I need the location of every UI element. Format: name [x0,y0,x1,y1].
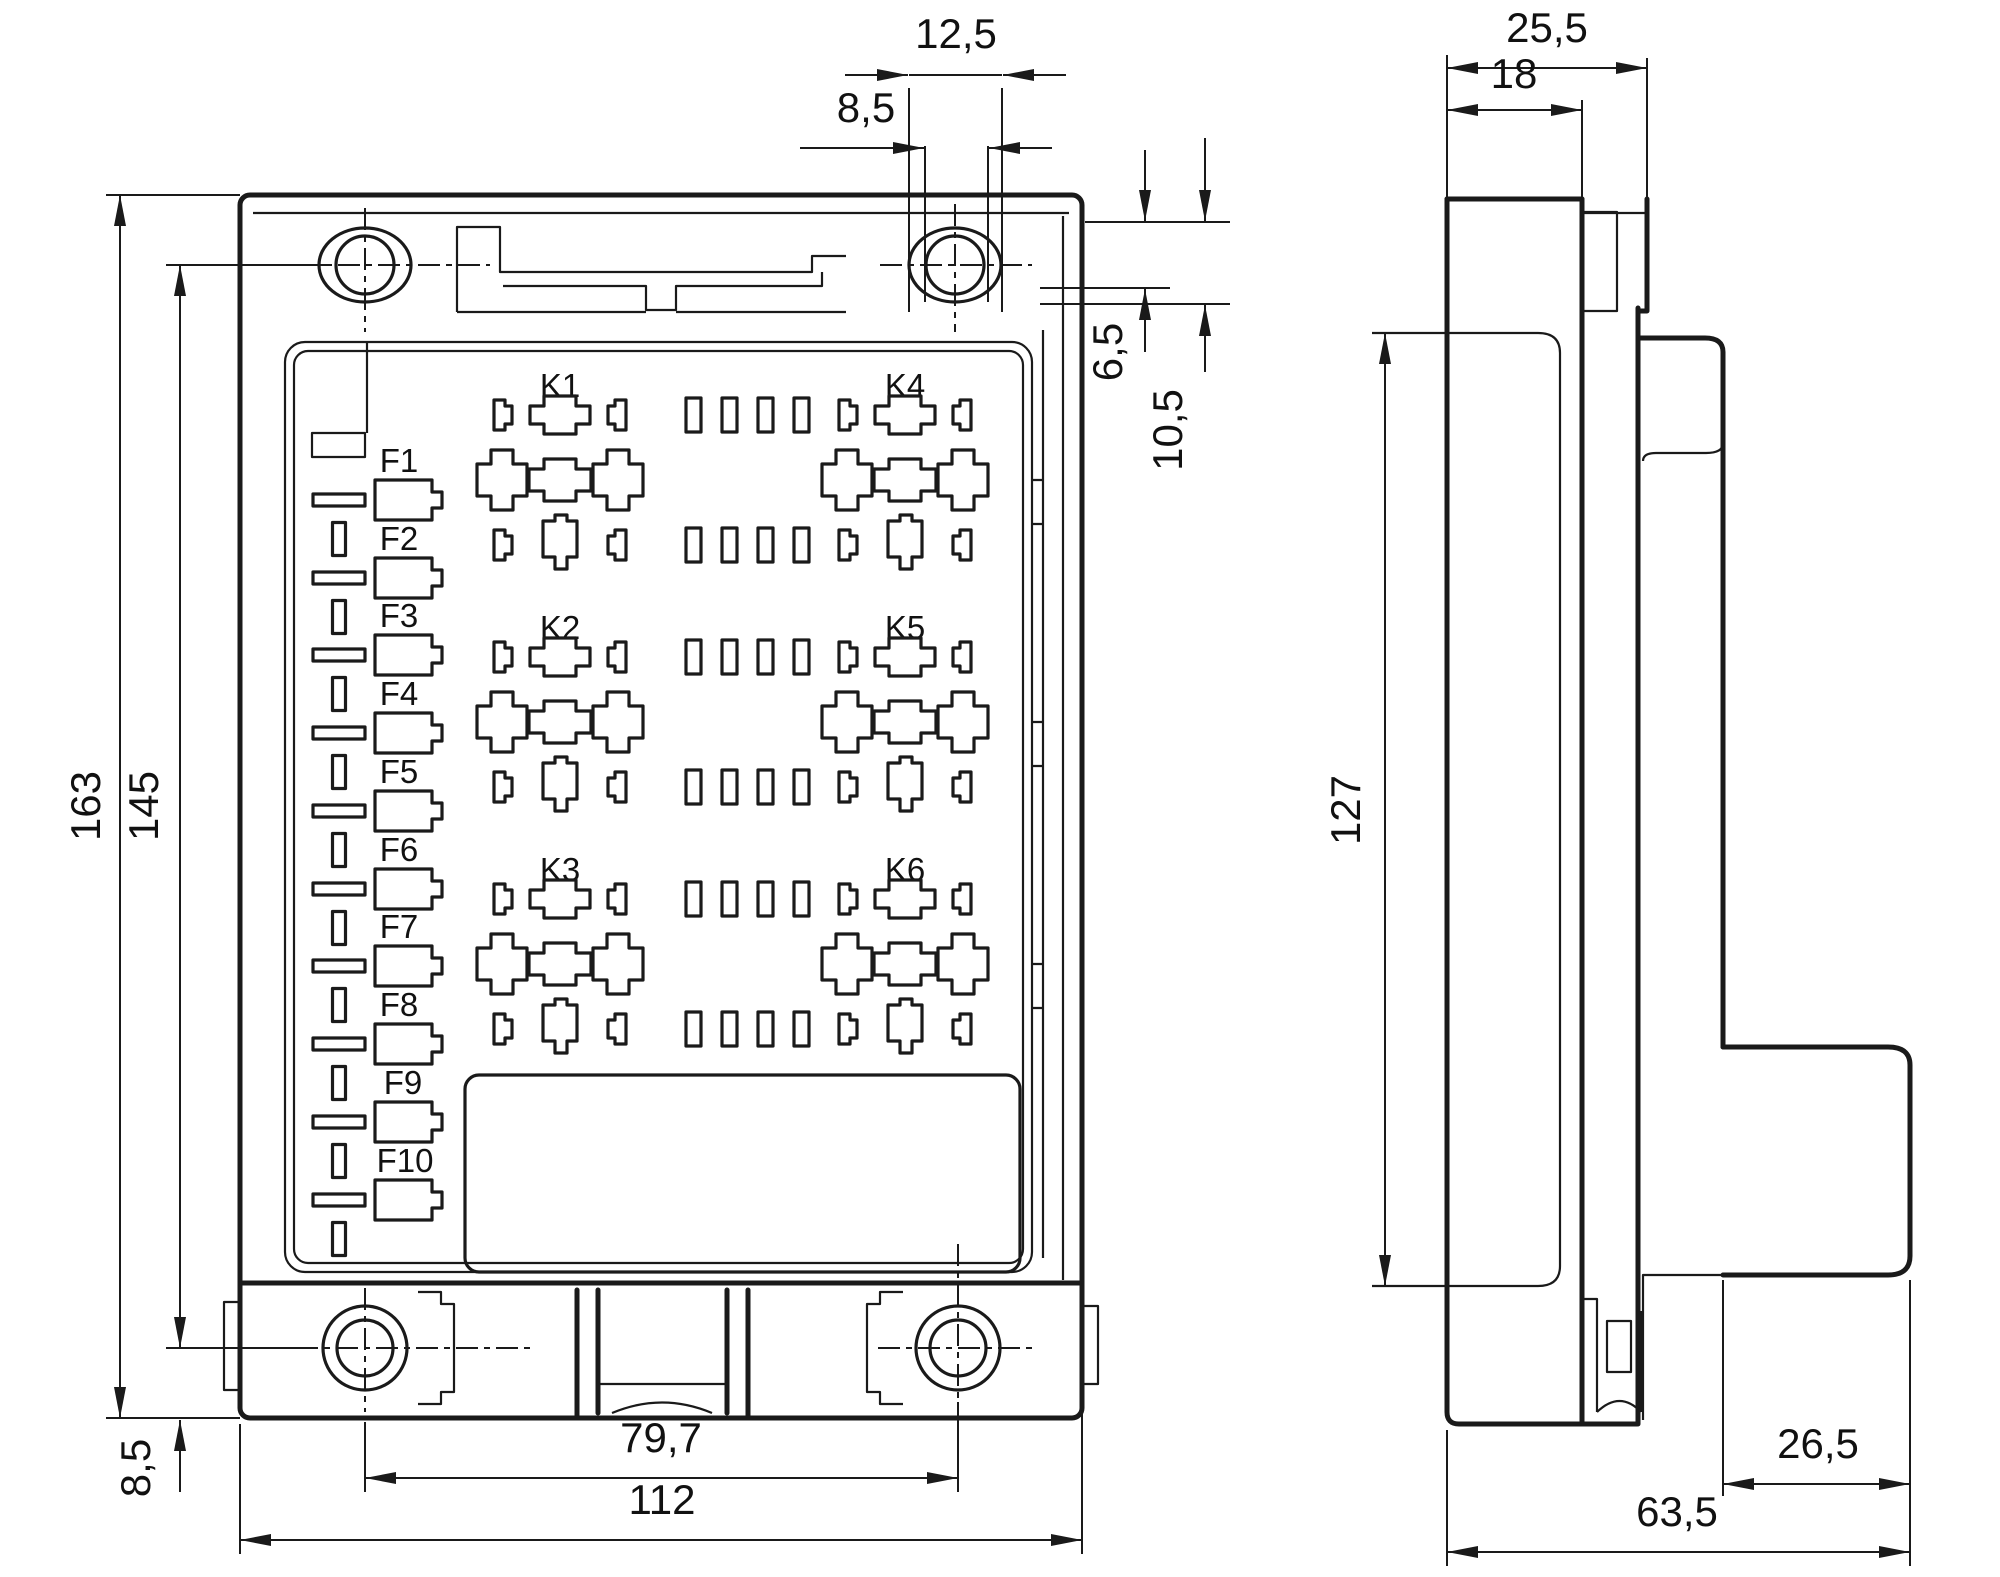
svg-text:F5: F5 [380,753,419,790]
front-view: F1 F2 F3 F4 F5 F6 F7 F8 [222,192,1100,1421]
svg-text:K5: K5 [885,609,925,646]
fuse-f7: F7 [373,908,444,988]
dim-top-offset-b: 10,5 [1040,138,1230,471]
svg-text:127: 127 [1322,775,1369,845]
fuse-f10: F10 [373,1142,444,1222]
svg-text:F1: F1 [380,442,419,479]
side-view [1372,196,1913,1427]
svg-text:K2: K2 [540,609,580,646]
svg-text:F10: F10 [377,1142,434,1179]
dim-top-slot-outer: 12,5 [845,10,1066,312]
dim-side-overall-depth: 63,5 [1446,1430,1910,1566]
svg-text:K1: K1 [540,367,580,404]
relay-k4: K4 [820,367,990,571]
svg-text:8,5: 8,5 [112,1439,159,1497]
svg-text:6,5: 6,5 [1084,323,1131,381]
dim-top-slot-inner: 8,5 [800,84,1052,302]
svg-text:K3: K3 [540,851,580,888]
center-slot-rows [684,396,811,1048]
svg-text:F9: F9 [384,1064,423,1101]
svg-text:26,5: 26,5 [1777,1420,1859,1467]
left-slot-column [311,492,367,1258]
svg-text:18: 18 [1491,50,1538,97]
svg-text:F8: F8 [380,986,419,1023]
fuse-f2: F2 [373,520,444,600]
dim-hole-pitch-horizontal: 79,7 [364,1402,959,1492]
fuse-column: F1 F2 F3 F4 F5 F6 F7 F8 [373,442,444,1222]
din-rail-foot [574,1287,751,1419]
dim-hole-bottom-offset: 8,5 [112,1420,186,1497]
dim-hole-pitch-vertical: 145 [120,264,330,1349]
dim-side-body-height: 127 [1322,333,1391,1286]
svg-text:8,5: 8,5 [837,84,895,131]
dim-side-top-depth: 25,5 [1446,4,1648,199]
svg-text:12,5: 12,5 [915,10,997,57]
svg-text:25,5: 25,5 [1506,4,1588,51]
svg-text:F6: F6 [380,831,419,868]
svg-text:F2: F2 [380,520,419,557]
dim-overall-width: 112 [239,1408,1083,1554]
svg-text:F3: F3 [380,597,419,634]
fuse-f1: F1 [373,442,444,522]
side-mounting-tabs [222,1300,1100,1392]
fuse-f3: F3 [373,597,444,677]
svg-text:10,5: 10,5 [1144,389,1191,471]
dim-top-offset-a: 6,5 [1040,150,1230,381]
relay-k6: K6 [820,851,990,1055]
front-view-outline [237,192,1085,1421]
fuse-f6: F6 [373,831,444,911]
relay-k1: K1 [475,367,645,571]
fuse-f9: F9 [373,1064,444,1144]
svg-text:112: 112 [629,1476,696,1523]
dim-overall-height: 163 [62,194,240,1419]
fuse-f5: F5 [373,753,444,833]
relay-k2: K2 [475,609,645,813]
side-din-clip [1582,1297,1643,1413]
fuse-f8: F8 [373,986,444,1066]
svg-text:F4: F4 [380,675,419,712]
dim-side-front-depth: 18 [1447,50,1583,199]
svg-text:K4: K4 [885,367,925,404]
mounting-hole-top-right [880,204,1032,332]
svg-text:163: 163 [62,771,109,841]
svg-text:F7: F7 [380,908,419,945]
dimensions: 163 145 8,5 79,7 112 12,5 [62,4,1911,1566]
relay-k3: K3 [475,851,645,1055]
svg-text:K6: K6 [885,851,925,888]
mounting-hole-bottom-left [296,1288,532,1412]
right-wall-ribs [1032,478,1044,1010]
svg-text:79,7: 79,7 [620,1414,702,1461]
relay-k5: K5 [820,609,990,813]
side-view-outline [1372,196,1913,1427]
fuse-f4: F4 [373,675,444,755]
label-area [463,1073,1022,1274]
mounting-hole-bottom-right [865,1244,1038,1412]
svg-text:63,5: 63,5 [1636,1488,1718,1535]
top-connector-channel [455,225,846,314]
svg-text:145: 145 [120,771,167,841]
dim-side-rear-depth: 26,5 [1722,1280,1911,1566]
